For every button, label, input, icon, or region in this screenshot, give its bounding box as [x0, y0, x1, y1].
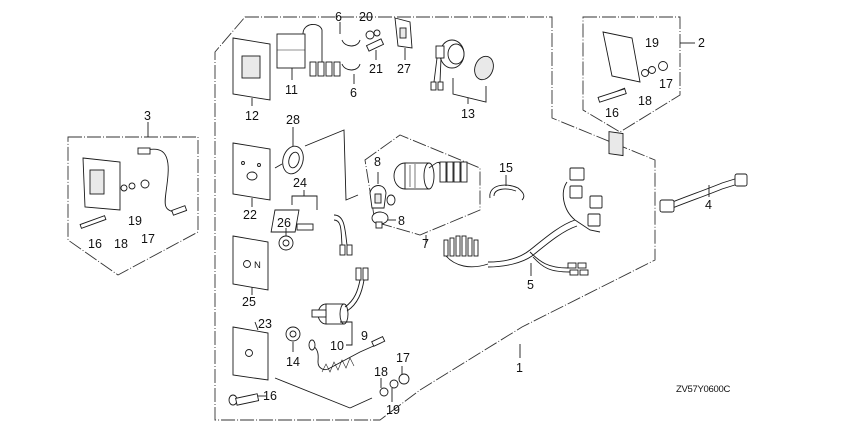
part-20-nut — [365, 29, 381, 40]
part-7-border — [364, 134, 481, 244]
callout-18-left: 18 — [114, 237, 128, 251]
part-12-plate — [232, 37, 271, 106]
callout-17-right: 17 — [659, 77, 673, 91]
callout-5: 5 — [527, 278, 534, 292]
part-24-switch — [270, 190, 353, 256]
callout-26: 26 — [277, 216, 291, 230]
callout-11: 11 — [285, 83, 298, 97]
callout-8b: 8 — [398, 214, 405, 228]
part-11-switch — [276, 24, 341, 80]
part-13-meter — [430, 39, 494, 104]
callout-15: 15 — [499, 161, 513, 175]
part-6-clips — [339, 22, 361, 84]
callout-4: 4 — [705, 198, 712, 212]
callout-24: 24 — [293, 176, 307, 190]
callout-19-left: 19 — [128, 214, 142, 228]
part-10-cable — [308, 336, 386, 373]
callout-7: 7 — [422, 237, 429, 251]
part-27-holder — [394, 17, 413, 60]
callout-17-main: 17 — [396, 351, 410, 365]
part-23-plate — [232, 321, 269, 381]
callout-6b: 6 — [350, 86, 357, 100]
part-14-nut — [285, 326, 301, 352]
callout-2: 2 — [698, 36, 705, 50]
part-7-keyswitch — [393, 161, 468, 190]
kit-3-border — [67, 122, 199, 276]
part-26-nut — [278, 228, 294, 251]
kit-3-switch-panel — [79, 147, 188, 229]
part-9-sensor — [311, 267, 369, 346]
part-4-harness — [659, 173, 748, 213]
main-assembly-border — [214, 16, 656, 421]
callout-25: 25 — [242, 295, 256, 309]
callout-8a: 8 — [374, 155, 381, 169]
callout-18-main: 18 — [374, 365, 388, 379]
callout-23: 23 — [258, 317, 272, 331]
part-16-screw-main — [228, 393, 266, 406]
callout-16-left: 16 — [88, 237, 102, 251]
callout-21: 21 — [369, 62, 383, 76]
callout-labels: 1 2 3 4 5 6 6 7 8 8 9 10 11 12 13 14 15 … — [88, 10, 712, 417]
callout-28: 28 — [286, 113, 300, 127]
callout-1: 1 — [516, 361, 523, 375]
callout-6a: 6 — [335, 10, 342, 24]
callout-27: 27 — [397, 62, 411, 76]
part-28-ring — [274, 127, 359, 201]
plate-25-letter: N — [254, 260, 261, 271]
callout-12: 12 — [245, 109, 259, 123]
callout-16-right: 16 — [605, 106, 619, 120]
callout-20: 20 — [359, 10, 373, 24]
callout-19-right: 19 — [645, 36, 659, 50]
part-8-keys — [369, 172, 396, 229]
part-22-plate — [232, 142, 271, 207]
callout-18-right: 18 — [638, 94, 652, 108]
callout-17-left: 17 — [141, 232, 155, 246]
part-15-clamp — [489, 175, 525, 201]
kit-2-border — [582, 16, 695, 133]
figure-code: ZV57Y0600C — [676, 384, 730, 395]
callout-13: 13 — [461, 107, 475, 121]
kit-2-switch-panel — [597, 31, 668, 157]
part-25-plate: N — [232, 235, 269, 295]
callout-14: 14 — [286, 355, 300, 369]
callout-16-main: 16 — [263, 389, 277, 403]
callout-19-main: 19 — [386, 403, 400, 417]
part-5-harness — [443, 167, 603, 276]
main-washers — [274, 366, 410, 409]
callout-3: 3 — [144, 109, 151, 123]
callout-10: 10 — [330, 339, 344, 353]
callout-9: 9 — [361, 329, 368, 343]
callout-22: 22 — [243, 208, 257, 222]
part-21-pin — [365, 38, 385, 60]
